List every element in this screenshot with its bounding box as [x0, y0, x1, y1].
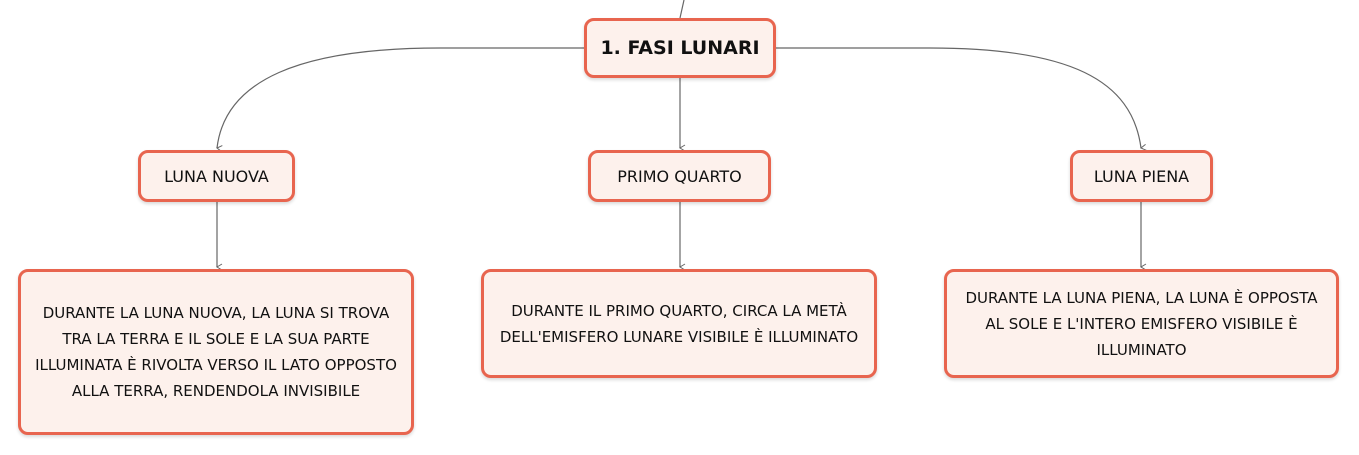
description-text-primo-quarto: DURANTE IL PRIMO QUARTO, CIRCA LA METÀ D…	[499, 301, 859, 346]
incoming-connector	[679, 0, 685, 19]
phase-node-luna-piena[interactable]: LUNA PIENA	[1070, 150, 1213, 202]
phase-node-primo-quarto[interactable]: PRIMO QUARTO	[588, 150, 771, 202]
description-node-luna-nuova[interactable]: DURANTE LA LUNA NUOVA, LA LUNA SI TROVA …	[18, 269, 414, 435]
root-topic-node[interactable]: 1. FASI LUNARI	[584, 18, 776, 78]
phase-node-luna-nuova[interactable]: LUNA NUOVA	[138, 150, 295, 202]
phase-label-luna-piena: LUNA PIENA	[1093, 166, 1190, 186]
description-text-luna-nuova: DURANTE LA LUNA NUOVA, LA LUNA SI TROVA …	[35, 304, 397, 400]
connector-root-luna-nuova	[216, 47, 584, 152]
root-topic-label: 1. FASI LUNARI	[600, 37, 760, 59]
description-node-luna-piena[interactable]: DURANTE LA LUNA PIENA, LA LUNA È OPPOSTA…	[944, 269, 1339, 378]
phase-label-primo-quarto: PRIMO QUARTO	[617, 166, 742, 186]
connector-root-luna-piena	[776, 47, 1147, 151]
description-text-luna-piena: DURANTE LA LUNA PIENA, LA LUNA È OPPOSTA…	[965, 288, 1318, 359]
description-node-primo-quarto[interactable]: DURANTE IL PRIMO QUARTO, CIRCA LA METÀ D…	[481, 269, 877, 378]
phase-label-luna-nuova: LUNA NUOVA	[164, 166, 269, 186]
